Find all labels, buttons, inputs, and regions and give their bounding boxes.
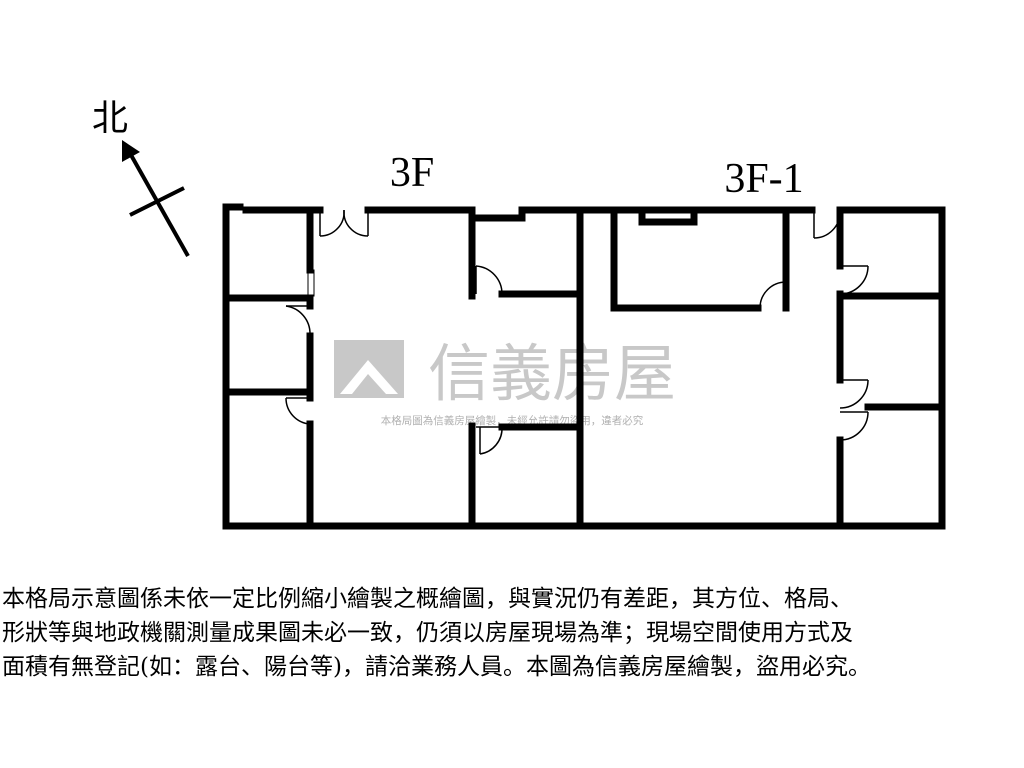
door-3f1-room: [759, 281, 787, 309]
compass-arrow-shaft: [129, 154, 190, 257]
brand-logo-icon: [334, 340, 404, 398]
watermark: 信義房屋 本格局圖為信義房屋繪製，未經允許請勿盜用，違者必究: [334, 337, 676, 427]
disclaimer-line: 本格局示意圖係未依一定比例縮小繪製之概繪圖，與實況仍有差距，其方位、格局、: [2, 586, 853, 612]
door-3f-center-room: [475, 265, 503, 295]
disclaimer-line: 面積有無登記(如：露台、陽台等)，請洽業務人員。本圖為信義房屋繪製，盜用必究。: [2, 654, 871, 680]
compass-north-label: 北: [92, 98, 128, 139]
door-3f-room3: [285, 397, 311, 425]
walls: [222, 203, 946, 530]
floor-plan-diagram: 北 3F 3F-1 信義房屋 本格局圖為信義房屋繪製，未經允許請勿盜用，違者必究: [92, 98, 946, 530]
door-3f1-right-room3: [839, 411, 869, 441]
compass-crossbar: [129, 186, 185, 217]
disclaimer-text: 本格局示意圖係未依一定比例縮小繪製之概繪圖，與實況仍有差距，其方位、格局、 形狀…: [2, 582, 1022, 684]
doors: [285, 209, 869, 455]
door-3f-room2: [285, 305, 311, 335]
compass-arrow-head: [122, 140, 140, 162]
door-3f-center-room2: [476, 426, 503, 455]
door-3f1-right-room2: [839, 379, 869, 409]
door-3f1-entrance: [813, 210, 841, 239]
disclaimer-line: 形狀等與地政機關測量成果圖未必一致，仍須以房屋現場為準；現場空間使用方式及: [2, 620, 853, 646]
door-3f-entrance: [319, 209, 369, 237]
floor-label-3f: 3F: [390, 150, 434, 196]
door-3f1-right-room1: [839, 265, 869, 295]
door-3f-room1: [307, 269, 315, 297]
floor-label-3f-1: 3F-1: [724, 156, 803, 202]
watermark-brand-text: 信義房屋: [428, 337, 676, 410]
north-compass: 北: [92, 98, 190, 257]
